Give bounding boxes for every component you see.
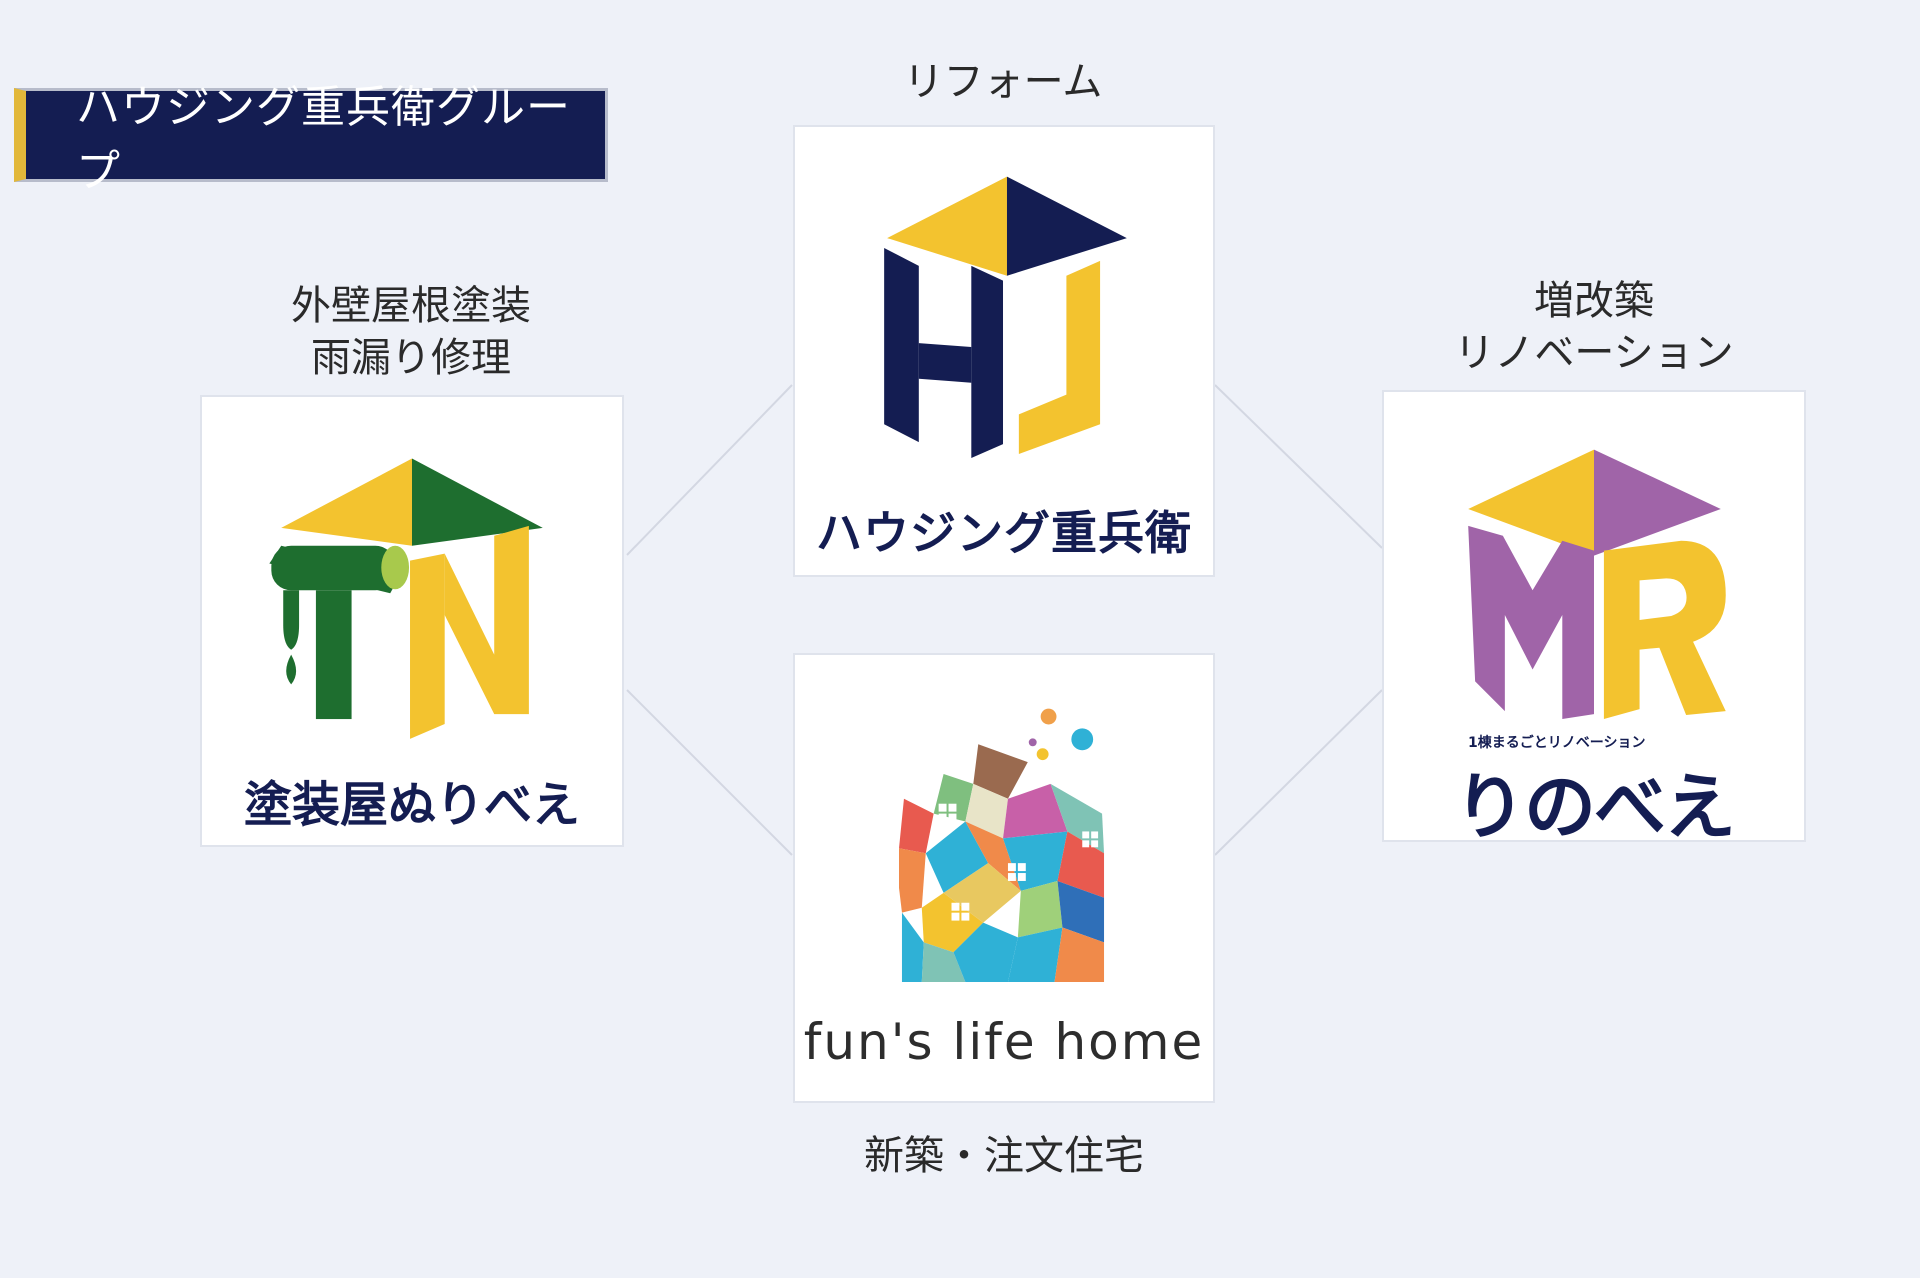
funs-life-home-card[interactable]: fun's life home bbox=[793, 653, 1215, 1103]
new-build-caption: 新築・注文住宅 bbox=[793, 1130, 1215, 1182]
painting-caption-line-2: 雨漏り修理 bbox=[311, 335, 511, 381]
group-title-banner: ハウジング重兵衛グループ bbox=[14, 82, 608, 197]
nuribee-card[interactable]: 塗装屋ぬりべえ bbox=[200, 395, 624, 847]
reform-caption-text: リフォーム bbox=[903, 59, 1103, 105]
painting-caption: 外壁屋根塗装 雨漏り修理 bbox=[200, 280, 622, 384]
mr-house-logo-icon bbox=[1468, 449, 1726, 720]
tn-paint-roller-house-logo-icon bbox=[269, 458, 543, 739]
mosaic-house-logo-icon bbox=[899, 708, 1105, 983]
renovation-caption-line-2: リノベーション bbox=[1454, 330, 1734, 376]
painting-caption-line-1: 外壁屋根塗装 bbox=[291, 283, 531, 329]
rinobee-tagline: 1棟まるごとリノベーション bbox=[1468, 735, 1646, 751]
group-title: ハウジング重兵衛グループ bbox=[76, 82, 571, 197]
funs-life-home-brand: fun's life home bbox=[803, 1013, 1205, 1071]
new-build-caption-text: 新築・注文住宅 bbox=[864, 1133, 1144, 1179]
nuribee-brand: 塗装屋ぬりべえ bbox=[243, 777, 580, 833]
reform-caption: リフォーム bbox=[793, 56, 1213, 108]
rinobee-card[interactable]: 1棟まるごとリノベーション りのべえ bbox=[1382, 390, 1806, 849]
rinobee-brand: りのべえ bbox=[1453, 765, 1736, 849]
housing-jubei-card[interactable]: ハウジング重兵衛 bbox=[793, 125, 1215, 577]
hj-house-logo-icon bbox=[884, 176, 1127, 458]
renovation-caption: 増改築 リノベーション bbox=[1382, 275, 1806, 379]
housing-jubei-brand: ハウジング重兵衛 bbox=[816, 506, 1192, 560]
renovation-caption-line-1: 増改築 bbox=[1534, 278, 1654, 324]
